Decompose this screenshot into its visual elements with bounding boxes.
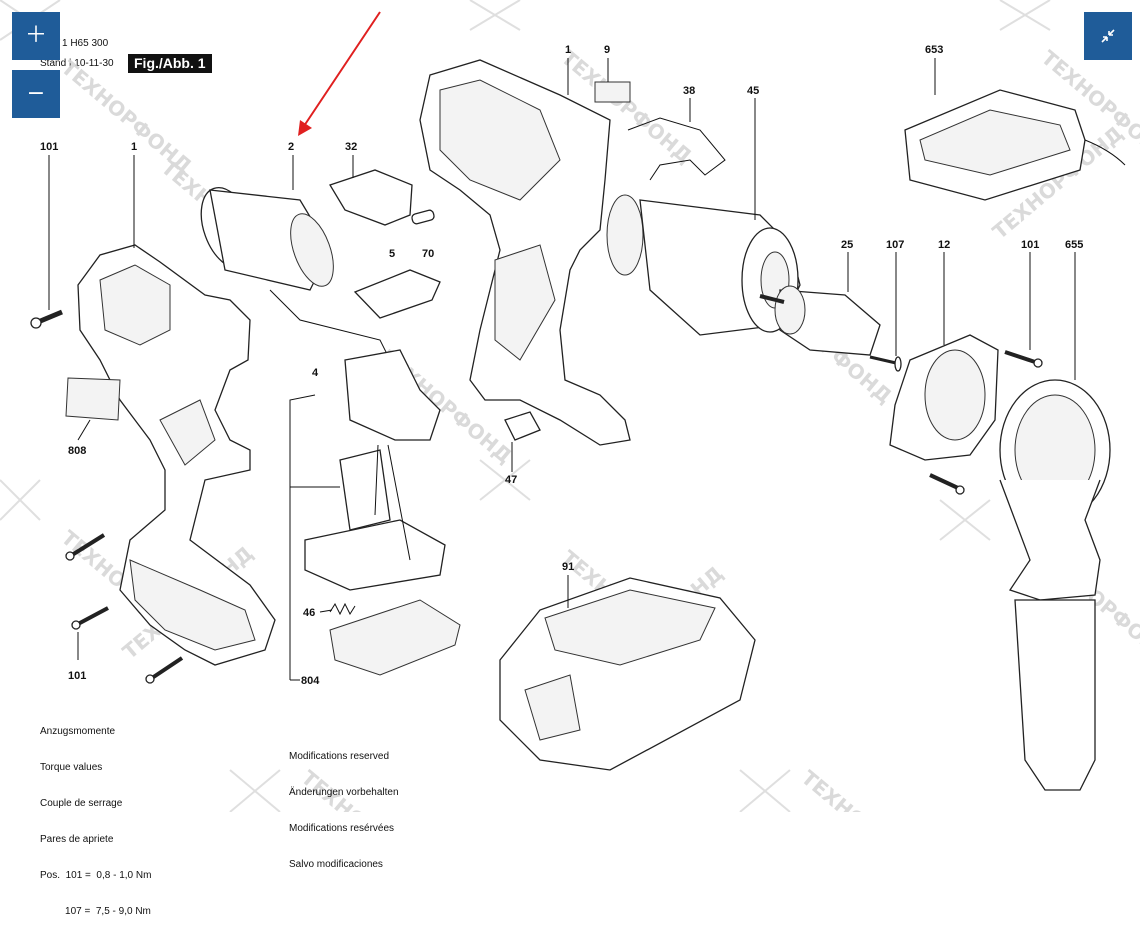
modification-line: Salvo modificaciones [289,859,383,870]
spring-wire-38-part [627,117,726,181]
diagram-viewer: 1 H65 300 Stand | 10-11-30 Fig./Abb. 1 Т… [0,0,1140,917]
callout-91: 91 [562,561,574,573]
switch-part [304,349,461,676]
gearbox-part [606,194,801,336]
auxiliary-handle-part [999,379,1111,791]
callout-70: 70 [422,248,434,260]
callout-107: 107 [886,239,904,251]
callout-653: 653 [925,44,943,56]
callout-25: 25 [841,239,853,251]
torque-line: Couple de serrage [40,798,123,809]
callout-4: 4 [312,367,319,379]
callout-101-right: 101 [1021,239,1039,251]
screw-107 [869,355,902,372]
torque-line: 107 = 7,5 - 9,0 Nm [40,906,151,917]
callout-labels: 101 1 2 32 70 5 4 1 9 38 45 653 25 107 1… [40,44,1083,687]
left-housing-part [77,244,276,666]
right-housing-part [419,59,631,446]
modification-notes: Modifications reserved Änderungen vorbeh… [289,727,399,895]
drawing-date: Stand | 10-11-30 [40,58,114,69]
annotation-arrow [298,11,381,136]
fullscreen-toggle-button[interactable] [1084,12,1132,60]
label-808-part [65,377,121,421]
clip-70-part [411,209,435,225]
svg-text:ТЕХНОРФОНД: ТЕХНОРФОНД [797,765,937,812]
screw-101-top [30,309,63,329]
callout-47: 47 [505,474,517,486]
callout-46: 46 [303,607,315,619]
drawing-number: 1 H65 300 [62,38,109,49]
zoom-out-button[interactable]: − [12,70,60,118]
callout-1-center: 1 [565,44,571,56]
zoom-in-button[interactable]: ＋ [12,12,60,60]
callout-45: 45 [747,85,759,97]
torque-line: Pos. 101 = 0,8 - 1,0 Nm [40,870,152,881]
exploded-view-drawing: ТЕХНОРФОНД ТЕХНОРФОНД ТЕХНОРФОНД ТЕХНОРФ… [0,0,1140,812]
motor-part [200,187,396,371]
battery-pack-part [499,577,756,771]
modification-line: Modifications reserved [289,751,390,762]
spring-46-part [329,602,356,616]
callout-101-top: 101 [40,141,58,153]
screw-101-mid [65,533,106,561]
callout-2: 2 [288,141,294,153]
torque-line: Pares de apriete [40,834,114,845]
collar-ring-part [889,334,999,461]
screw-101-right-top [1004,350,1043,368]
callout-5: 5 [389,248,395,260]
callout-1-left: 1 [131,141,137,153]
torque-line: Anzugsmomente [40,726,116,737]
callout-9: 9 [604,44,610,56]
leader-lines [48,58,1076,660]
torque-line: Torque values [40,762,103,773]
arrows-collapse-icon [1101,29,1115,43]
callout-38: 38 [683,85,695,97]
callout-bracket [289,394,340,681]
callout-655: 655 [1065,239,1083,251]
callout-32: 32 [345,141,357,153]
figure-label: Fig./Abb. 1 [128,54,212,73]
callout-12: 12 [938,239,950,251]
callout-101-bottom: 101 [68,670,86,682]
screw-101-right-bottom [929,473,965,495]
screw-101-bottom [145,656,184,684]
modification-line: Änderungen vorbehalten [289,787,399,798]
modification-line: Modifications resérvées [289,823,395,834]
screw-101-low [71,606,109,630]
callout-808: 808 [68,445,86,457]
clip-47-part [504,411,541,441]
slider-5-part [353,269,441,319]
minus-icon: − [26,81,46,106]
chuck-part [759,285,881,356]
label-9-part [594,81,631,103]
plus-icon: ＋ [24,23,47,48]
switch-cover-part [329,169,413,226]
callout-804: 804 [301,675,320,687]
charger-part [904,89,1126,201]
torque-notes: Anzugsmomente Torque values Couple de se… [40,702,151,942]
